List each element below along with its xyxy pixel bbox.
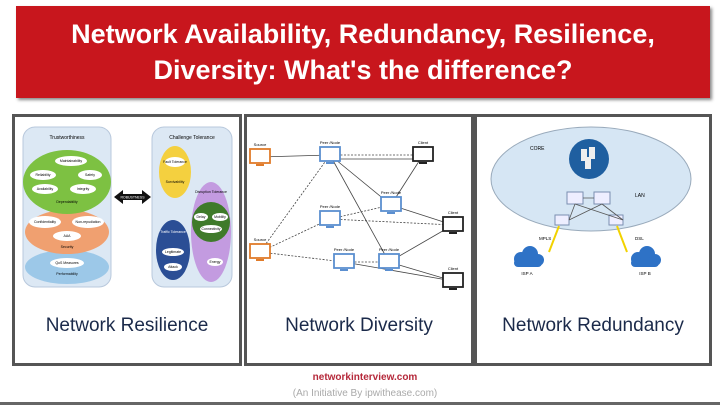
dependability-label: Dependability: [56, 200, 77, 204]
node-label: Peer /Node: [379, 247, 400, 252]
dsl-label: DSL: [635, 236, 644, 241]
energy-label: Energy: [209, 260, 220, 264]
node-label: Source: [254, 237, 267, 242]
maintainability-label: Maintainability: [60, 159, 82, 163]
svg-text:ROBUSTNESS: ROBUSTNESS: [120, 196, 145, 200]
node-label: Peer /Node: [320, 204, 341, 209]
fault-tolerance-label: Fault Tolerance: [163, 160, 187, 164]
legitimate-label: Legitimate: [165, 250, 181, 254]
core-lan-ellipse: [490, 126, 692, 232]
peer-node-monitor-icon: Peer /Node: [319, 204, 341, 228]
isp-b-label: ISP B: [639, 271, 650, 276]
caption-network-resilience: Network Resilience: [45, 315, 209, 336]
caption-network-redundancy: Network Redundancy: [502, 315, 684, 336]
peer-node-monitor-icon: Peer /Node: [378, 247, 400, 271]
panel-network-redundancy: CORE LAN MPLS DSL ISP A ISP B Network Re…: [474, 114, 712, 366]
redundancy-diagram: CORE LAN MPLS DSL ISP A ISP B: [490, 126, 692, 276]
link-line: [329, 154, 390, 263]
disruption-tolerance-label: Disruption Tolerance: [195, 190, 227, 194]
dependability-ellipse: [23, 150, 111, 214]
client-monitor-icon: Client: [412, 140, 434, 164]
trustworthiness-label: Trustworthiness: [49, 135, 85, 141]
node-label: Client: [418, 140, 429, 145]
reliability-label: Reliability: [36, 173, 51, 177]
source-monitor-icon: Source: [249, 237, 271, 261]
integrity-label: Integrity: [77, 187, 90, 191]
source-monitor-icon: Source: [249, 142, 271, 166]
cloud-icon-isp-b: [631, 246, 661, 267]
connectivity-label: Connectivity: [201, 227, 220, 231]
link-line: [259, 251, 345, 263]
client-monitor-icon: Client: [442, 210, 464, 234]
non-repudiation-label: Non-repudiation: [76, 220, 101, 224]
footer-site-link[interactable]: networkinterview.com: [312, 372, 418, 383]
link-line: [343, 261, 454, 282]
core-label: CORE: [530, 146, 545, 152]
traffic-tolerance-label: Traffic Tolerance: [160, 230, 186, 234]
title-banner: Network Availability, Redundancy, Resili…: [16, 6, 710, 98]
node-label: Peer /Node: [381, 190, 402, 195]
caption-network-diversity: Network Diversity: [285, 315, 433, 336]
wan-links: [548, 225, 628, 253]
link-line: [259, 218, 331, 253]
performability-label: Performability: [56, 272, 78, 276]
node-label: Client: [448, 210, 459, 215]
survivability-ellipse: [159, 146, 191, 198]
isp-a-label: ISP A: [521, 271, 532, 276]
link-line: [259, 154, 331, 158]
bottom-divider: [0, 402, 720, 405]
lan-label: LAN: [635, 193, 645, 199]
resilience-diagram: Trustworthiness Challenge Tolerance Main…: [22, 126, 233, 288]
safety-label: Safety: [85, 173, 95, 177]
robustness-arrow: ROBUSTNESS: [114, 190, 151, 204]
qos-measures-label: QoS Measures: [55, 261, 79, 265]
peer-node-monitor-icon: Peer /Node: [333, 247, 355, 271]
confidentiality-label: Confidentiality: [34, 220, 56, 224]
node-label: Source: [254, 142, 267, 147]
survivability-label: Survivability: [166, 180, 185, 184]
security-label: Security: [61, 245, 74, 249]
panel-network-resilience: Trustworthiness Challenge Tolerance Main…: [12, 114, 242, 366]
page-title: Network Availability, Redundancy, Resili…: [71, 19, 655, 85]
switch-icons: [554, 191, 624, 226]
peer-node-monitor-icon: Peer /Node: [380, 190, 402, 214]
mobility-label: Mobility: [214, 215, 226, 219]
challenge-tolerance-label: Challenge Tolerance: [169, 135, 215, 141]
node-label: Peer /Node: [320, 140, 341, 145]
cloud-icon-isp-a: [514, 246, 544, 267]
attack-label: Attack: [168, 265, 178, 269]
peer-node-monitor-icon: Peer /Node: [319, 140, 341, 164]
client-monitor-icon: Client: [442, 266, 464, 290]
node-label: Client: [448, 266, 459, 271]
footer-initiative: (An Initiative By ipwithease.com): [292, 388, 438, 399]
mpls-label: MPLS: [539, 236, 551, 241]
availability-label: Availability: [37, 187, 54, 191]
node-label: Peer /Node: [334, 247, 355, 252]
link-line: [259, 154, 331, 253]
delay-label: Delay: [197, 215, 206, 219]
aaa-label: AAA: [63, 234, 71, 238]
link-line: [329, 218, 454, 226]
